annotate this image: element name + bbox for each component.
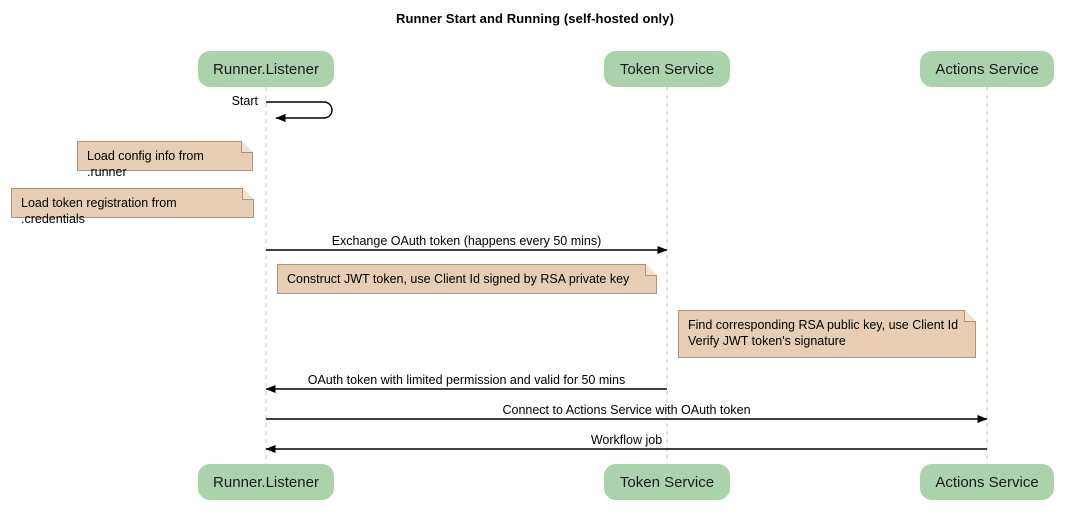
participant-label: Runner.Listener	[213, 60, 319, 78]
arrows-layer	[265, 101, 988, 453]
participant-label: Token Service	[619, 60, 715, 78]
page-title: Runner Start and Running (self-hosted on…	[395, 11, 675, 26]
participant-runner-bottom[interactable]: Runner.Listener	[198, 464, 334, 500]
participant-token-top[interactable]: Token Service	[604, 51, 730, 87]
note-verify-jwt: Find corresponding RSA public key, use C…	[678, 309, 976, 358]
note-text: Construct JWT token, use Client Id signe…	[287, 272, 630, 286]
participant-actions-top[interactable]: Actions Service	[920, 51, 1054, 87]
note-text: Load config info from .runner	[87, 149, 204, 179]
participant-runner-top[interactable]: Runner.Listener	[198, 51, 334, 87]
message-label-workflow-job: Workflow job	[590, 433, 663, 447]
message-label-oauth-return: OAuth token with limited permission and …	[307, 373, 626, 387]
note-fold-corner-icon	[964, 309, 976, 322]
note-text: Find corresponding RSA public key, use C…	[688, 318, 959, 348]
note-fold-corner-icon	[241, 140, 253, 153]
message-arrow-start	[266, 101, 333, 122]
note-fold-corner-icon	[242, 187, 254, 200]
participant-label: Runner.Listener	[213, 473, 319, 491]
participant-label: Token Service	[619, 473, 715, 491]
participant-label: Actions Service	[935, 60, 1039, 78]
note-construct-jwt: Construct JWT token, use Client Id signe…	[277, 263, 657, 294]
note-load-token: Load token registration from .credential…	[11, 187, 254, 226]
note-load-config: Load config info from .runner	[77, 140, 253, 179]
participant-actions-bottom[interactable]: Actions Service	[920, 464, 1054, 500]
participant-label: Actions Service	[935, 473, 1039, 491]
message-label-start: Start	[231, 94, 258, 108]
message-label-exchange-oauth: Exchange OAuth token (happens every 50 m…	[331, 234, 602, 248]
note-fold-corner-icon	[645, 263, 657, 276]
lifelines-layer	[265, 87, 988, 464]
participant-token-bottom[interactable]: Token Service	[604, 464, 730, 500]
note-text: Load token registration from .credential…	[21, 196, 177, 226]
message-label-connect-actions: Connect to Actions Service with OAuth to…	[502, 403, 751, 417]
